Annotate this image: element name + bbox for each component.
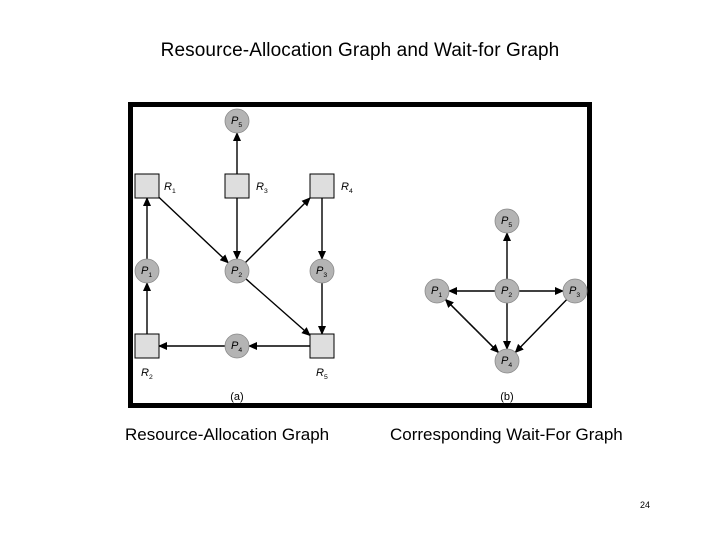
graph-a-process-label-p2: P2 (231, 265, 242, 279)
graph-b-edge-p3-to-p4 (514, 299, 568, 354)
graph-b-process-p1 (424, 278, 450, 304)
panel-labels: (a) (b) (230, 391, 513, 403)
graph-a-resource-r2 (134, 333, 160, 359)
graph-b-process-p2 (494, 278, 520, 304)
graph-a-process-label-p1: P1 (141, 265, 152, 279)
graph-b-process-label-p2: P2 (501, 285, 512, 299)
graph-a-resource-label-r3: R3 (256, 181, 268, 195)
graph-a-process-label-p5: P5 (231, 115, 242, 129)
page-number: 24 (640, 500, 651, 510)
graph-a-process-p4 (224, 333, 250, 359)
graph-a-process-p3 (309, 258, 335, 284)
graph-a-edge-r1-to-p2 (158, 196, 230, 264)
graph-a-edges (143, 132, 326, 350)
panel-label-b: (b) (500, 391, 513, 403)
graph-b-process-label-p4: P4 (501, 355, 512, 369)
graph-a-resource-r1 (134, 173, 160, 199)
graph-a-resource-r4 (309, 173, 335, 199)
graph-a-resource-r3 (224, 173, 250, 199)
slide-title: Resource-Allocation Graph and Wait-for G… (160, 40, 560, 61)
graph-a-resource-label-r2: R2 (141, 367, 153, 381)
graph-a-resource-label-r4: R4 (341, 181, 353, 195)
graph-b-process-p4 (494, 348, 520, 374)
graph-b-process-label-p5: P5 (501, 215, 512, 229)
graph-a-resource-label-r1: R1 (164, 181, 176, 195)
graph-a-resource-label-r5: R5 (316, 367, 328, 381)
caption-wait-for-graph: Corresponding Wait-For Graph (390, 425, 623, 444)
graph-b-process-p5 (494, 208, 520, 234)
graph-b-edge-p4-to-p1 (444, 298, 500, 354)
caption-resource-allocation-graph: Resource-Allocation Graph (125, 425, 330, 444)
graph-b-process-label-p3: P3 (569, 285, 580, 299)
graph-a-process-label-p4: P4 (231, 340, 242, 354)
graph-a-edge-p2-to-r5 (245, 278, 311, 337)
graph-a-process-p2 (224, 258, 250, 284)
graph-b-edges (444, 232, 568, 354)
graph-a-process-p5 (224, 108, 250, 134)
graph-a-resource-r5 (309, 333, 335, 359)
graph-b-process-p3 (562, 278, 588, 304)
panel-label-a: (a) (230, 391, 243, 403)
graph-a-process-label-p3: P3 (316, 265, 327, 279)
graph-b-process-label-p1: P1 (431, 285, 442, 299)
graph-a-process-p1 (134, 258, 160, 284)
graph-a-edge-p2-to-r4 (244, 197, 311, 264)
